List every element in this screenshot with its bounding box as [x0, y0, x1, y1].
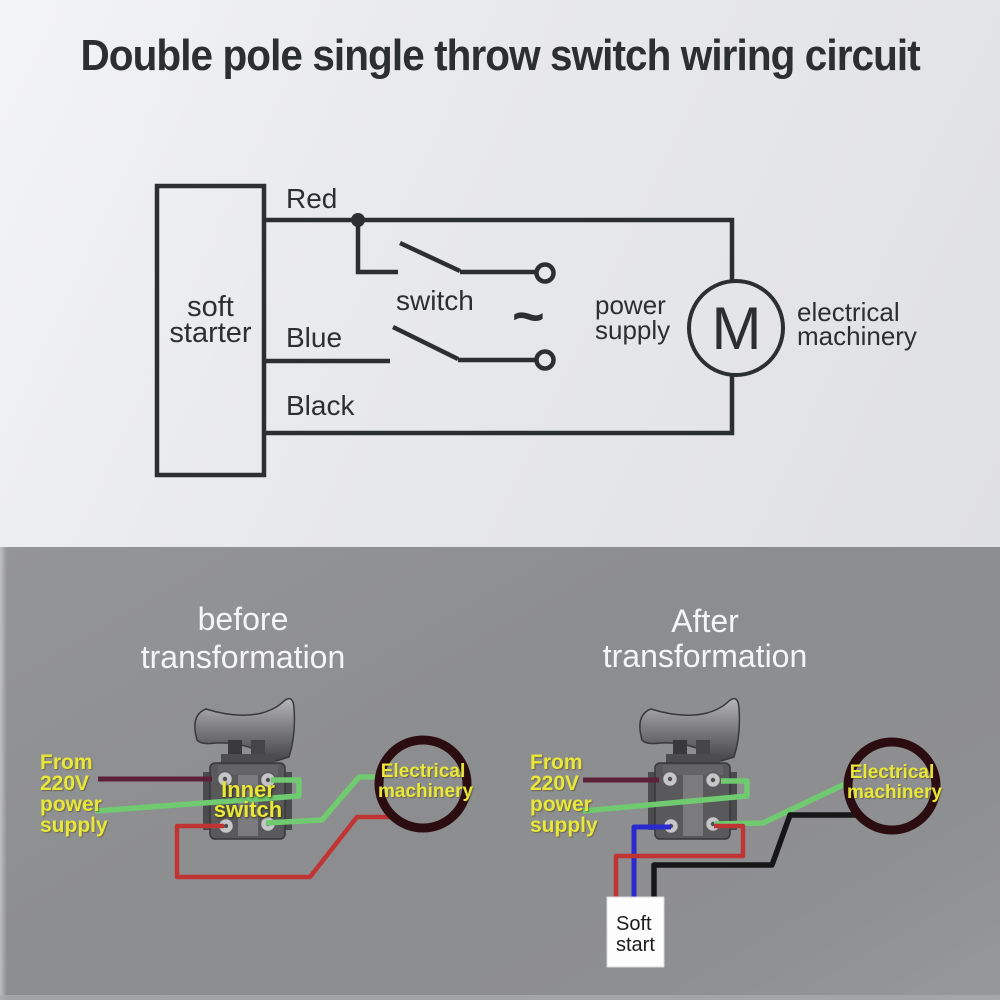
after-black-wire [651, 812, 856, 897]
switch-blade-top [399, 240, 461, 274]
after-supply-line2: 220V [530, 772, 580, 795]
trigger-switch-photo-after [639, 697, 741, 840]
switch-blade-bottom [392, 324, 459, 362]
after-transformation-heading: After transformation [555, 604, 855, 674]
before-supply-line3: power [40, 793, 102, 816]
soft-starter-label: soft starter [157, 291, 264, 349]
open-switch-contact-icon-top [534, 262, 556, 284]
switch-feed-wire [355, 220, 398, 275]
before-heading-line1: before [197, 601, 289, 637]
before-supply-line2: 220V [40, 772, 90, 795]
photo-section-background [0, 547, 1000, 1000]
bottom-edge-highlight [0, 995, 1000, 1000]
soft-starter-label-line2: starter [169, 317, 252, 349]
after-red-wire [613, 823, 746, 897]
before-supply-line1: From [40, 751, 93, 774]
black-wire [264, 375, 735, 436]
soft-start-label-line1: Soft [616, 913, 652, 935]
red-wire [264, 217, 735, 281]
before-machinery-circle [374, 735, 472, 833]
before-red-wire [174, 814, 392, 880]
after-supply-line4: supply [530, 814, 598, 837]
before-supply-line4: supply [40, 814, 108, 837]
soft-start-label: Soft start [616, 914, 655, 956]
inner-switch-label-line2: switch [213, 797, 283, 822]
after-blue-wire [631, 824, 671, 897]
before-machinery-label-line2: machinery [378, 780, 474, 802]
black-wire-label: Black [286, 390, 355, 421]
after-supply-green-wire [582, 778, 750, 814]
before-machinery-green-wire [265, 774, 381, 826]
red-wire-label: Red [286, 183, 338, 214]
after-supply-line3: power [530, 793, 592, 816]
junction-dot-icon [351, 213, 365, 227]
power-supply-label-line1: power [595, 290, 666, 320]
before-supply-label: From 220V power supply [40, 752, 108, 836]
after-machinery-label: Electrical machinery [847, 762, 943, 803]
switch-label: switch [396, 285, 474, 316]
after-heading-line2: transformation [602, 638, 808, 674]
blue-wire-label: Blue [286, 322, 343, 353]
power-supply-label-line2: supply [595, 315, 671, 345]
left-edge-highlight [0, 547, 7, 1000]
before-transformation-heading: before transformation [93, 600, 393, 676]
inner-switch-label: Inner switch [193, 777, 303, 822]
soft-starter-box [154, 183, 267, 478]
before-supply-green-wire [94, 777, 302, 814]
before-machinery-label: Electrical machinery [378, 761, 474, 802]
inner-switch-label-line1: Inner [221, 777, 275, 802]
after-machinery-circle [843, 737, 941, 835]
power-supply-label: power supply [595, 290, 671, 345]
ac-tilde-icon: ~ [512, 284, 545, 347]
electrical-machinery-label: electrical machinery [797, 297, 917, 351]
motor-letter: M [711, 295, 762, 362]
before-machinery-label-line1: Electrical [380, 761, 466, 782]
after-supply-label: From 220V power supply [530, 752, 598, 836]
after-heading-line1: After [671, 603, 739, 639]
soft-start-box [606, 896, 665, 968]
before-heading-line2: transformation [140, 639, 346, 675]
soft-start-label-line2: start [616, 934, 655, 956]
electrical-machinery-label-line1: electrical [797, 297, 900, 327]
soft-starter-label-line1: soft [187, 291, 234, 323]
open-switch-contact-icon-bottom [534, 349, 556, 371]
page-title: Double pole single throw switch wiring c… [80, 31, 920, 80]
after-supply-line1: From [530, 751, 583, 774]
motor-circle-icon [687, 279, 785, 377]
after-machinery-label-line2: machinery [847, 781, 943, 803]
electrical-machinery-label-line2: machinery [797, 321, 917, 351]
after-machinery-label-line1: Electrical [849, 762, 935, 783]
